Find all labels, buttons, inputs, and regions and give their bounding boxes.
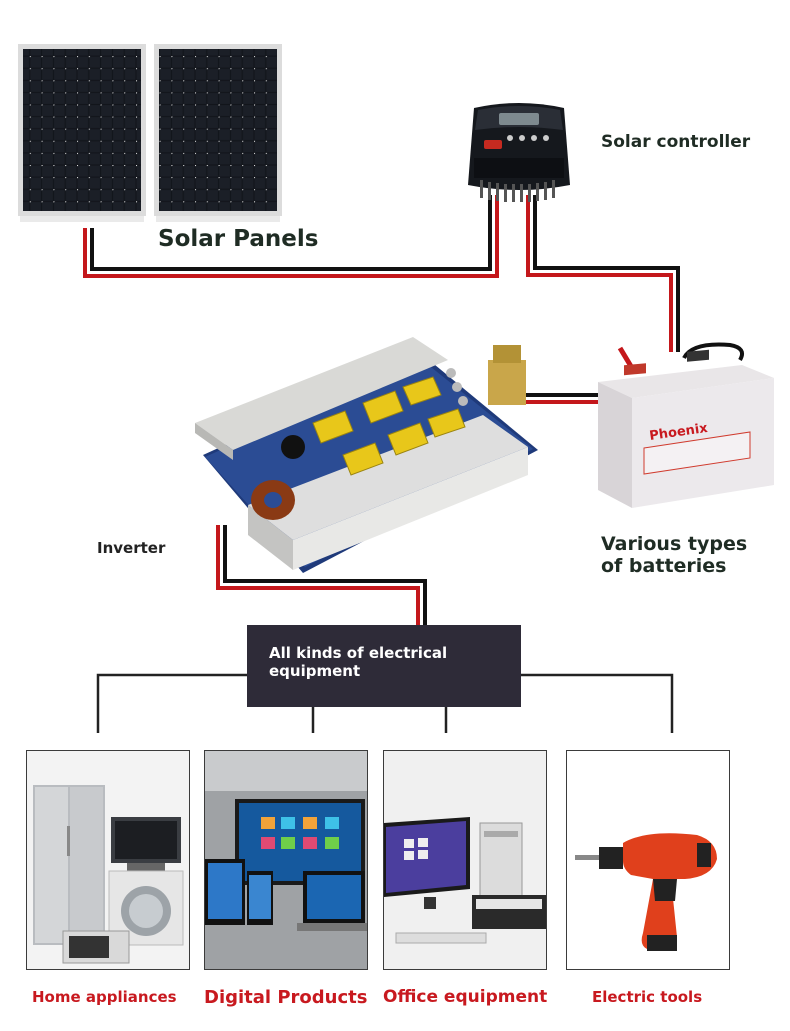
office-equipment-icon [384,751,546,969]
solar-panel-icon [18,44,282,222]
home-appliances-icon [27,751,189,969]
electrical-equipment-box: All kinds of electrical equipment [247,625,521,707]
solar-panels-label: Solar Panels [158,226,319,252]
solar-controller-label: Solar controller [601,132,751,152]
digital-products-icon [205,751,367,969]
electrical-equipment-label: All kinds of electrical equipment [269,644,509,680]
caption-electric-tools: Electric tools [592,988,703,1006]
inverter-icon [195,337,538,573]
batteries-label-line1: Various types [601,533,748,555]
inverter-label: Inverter [97,539,166,557]
battery-icon: Phoenix [598,342,774,508]
equipment-line2: equipment [269,662,361,680]
caption-office-equipment: Office equipment [383,987,548,1007]
card-office-equipment [383,750,547,970]
caption-home-appliances: Home appliances [32,988,177,1006]
batteries-label: Various types of batteries [601,533,781,577]
solar-controller-icon [468,103,570,202]
card-electric-tools [566,750,730,970]
card-digital-products [204,750,368,970]
electric-drill-icon [567,751,729,969]
caption-digital-products: Digital Products [204,987,368,1008]
card-home-appliances [26,750,190,970]
equipment-line1: All kinds of electrical [269,644,448,662]
batteries-label-line2: of batteries [601,555,727,577]
